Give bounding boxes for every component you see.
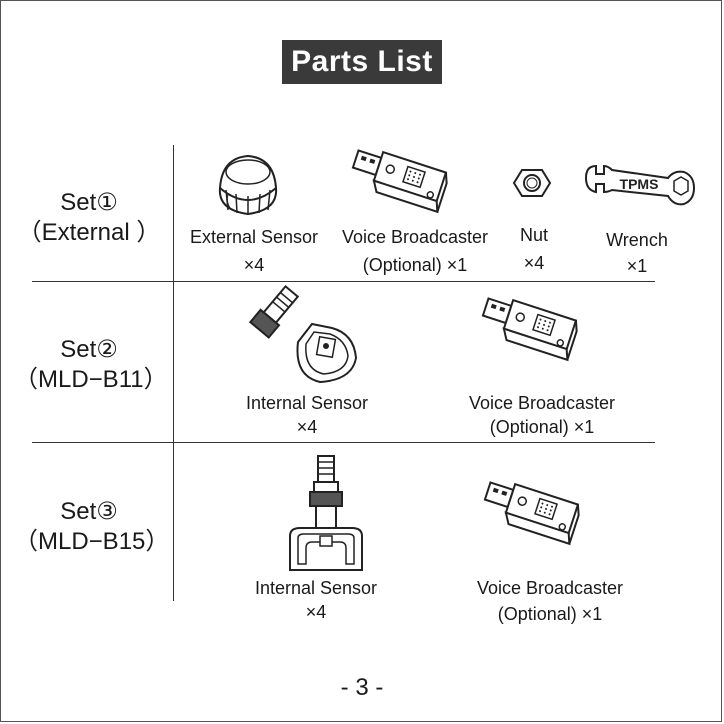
item-name: Internal Sensor [245,393,369,413]
set-2-name: Set② [60,336,118,363]
item-name: Nut [519,225,548,245]
set-3-item-voice-broadcaster: Voice Broadcaster (Optional) ×1 [462,576,638,626]
wrench-icon: TPMS [584,164,696,206]
set-3-item-internal-sensor: Internal Sensor ×4 [240,576,392,624]
set-1-model: （External ） [17,219,161,246]
item-quantity: ×4 [305,602,327,622]
item-name: Internal Sensor [254,578,378,598]
external-sensor-icon [218,154,278,216]
item-quantity: (Optional) ×1 [362,255,468,275]
voice-broadcaster-icon [481,297,578,362]
set-1-item-voice-broadcaster: Voice Broadcaster (Optional) ×1 [332,225,498,277]
item-name: Wrench [606,230,668,250]
column-divider [173,145,174,601]
set-3-label: Set③ （MLD−B15） [14,497,170,557]
set-1-item-wrench: Wrench ×1 [590,228,684,278]
item-quantity: ×4 [243,255,265,275]
internal-sensor-b11-icon [248,284,358,384]
internal-sensor-b15-icon [289,455,363,571]
item-name: Voice Broadcaster [476,578,624,598]
set-2-item-voice-broadcaster: Voice Broadcaster (Optional) ×1 [454,391,630,439]
set-3-name: Set③ [60,498,118,525]
wrench-text: TPMS [620,176,659,192]
voice-broadcaster-icon [483,481,580,546]
item-name: External Sensor [189,227,319,247]
row-divider-1 [32,281,655,282]
set-1-item-external-sensor: External Sensor ×4 [176,225,332,277]
set-1-item-nut: Nut ×4 [504,223,564,275]
page-number: - 3 - [340,674,384,701]
set-1-name: Set① [60,189,118,216]
page-title: Parts List [282,40,442,84]
set-1-label: Set① （External ） [14,188,164,248]
item-name: Voice Broadcaster [341,227,489,247]
item-name: Voice Broadcaster [468,393,616,413]
row-divider-2 [32,442,655,443]
voice-broadcaster-icon [351,149,448,214]
set-2-model: （MLD−B11） [14,366,168,393]
set-3-model: （MLD−B15） [14,528,170,555]
item-quantity: (Optional) ×1 [497,604,603,624]
item-quantity: ×4 [296,417,318,437]
set-2-item-internal-sensor: Internal Sensor ×4 [232,391,382,439]
nut-icon [512,169,552,197]
item-quantity: ×1 [626,256,648,276]
item-quantity: ×4 [523,253,545,273]
item-quantity: (Optional) ×1 [489,417,595,437]
set-2-label: Set② （MLD−B11） [14,335,168,395]
